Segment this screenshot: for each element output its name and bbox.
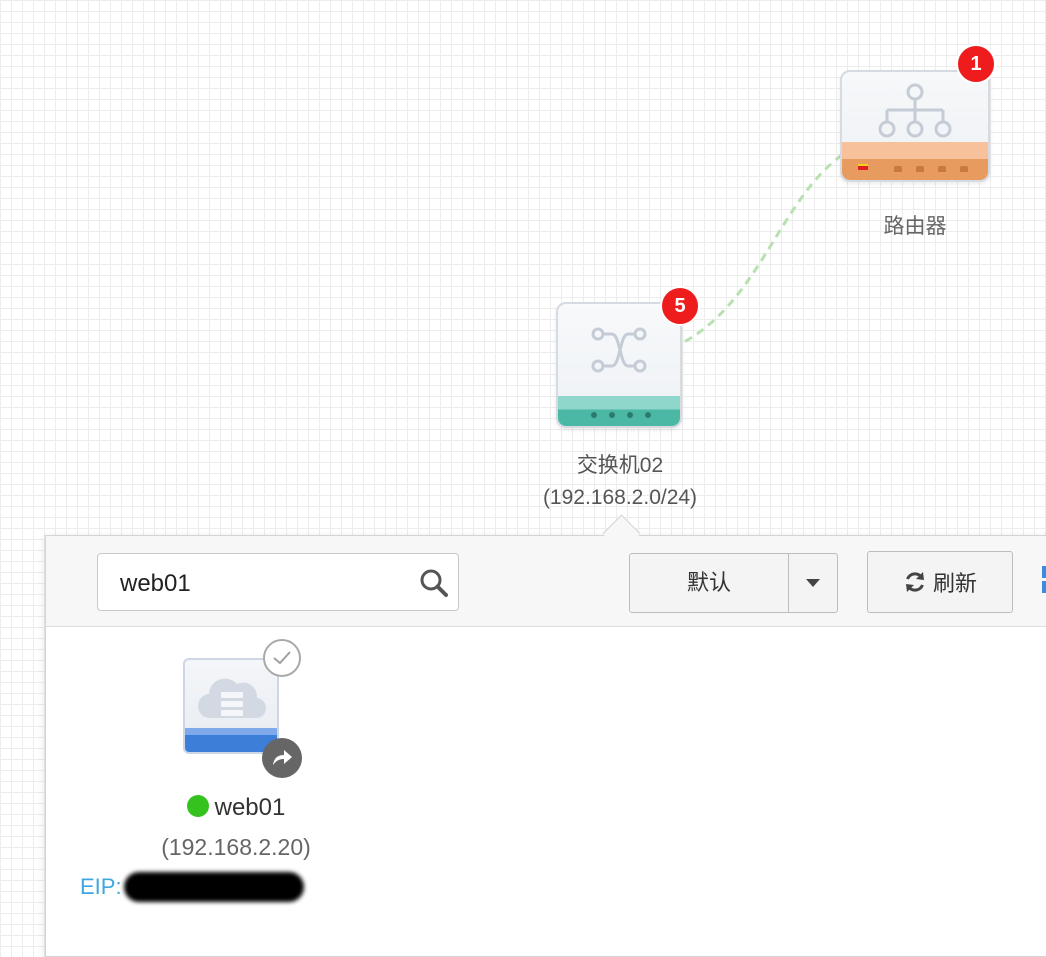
cloud-server-icon [197,678,267,719]
router-label: 路由器 [883,215,947,238]
vm-ip: (192.168.2.20) [161,834,311,860]
caret-down-icon [806,579,820,587]
switch-port-strip [558,396,680,426]
router-node[interactable]: 路由器 [840,70,990,240]
open-console-button[interactable] [262,738,302,778]
panel-toolbar: 默认 刷新 [46,536,1046,627]
switch-label-block: 交换机02 (192.168.2.0/24) [500,450,740,514]
redacted-eip-value [123,872,304,902]
search-input[interactable] [118,566,412,602]
vm-name[interactable]: web01 [214,794,286,821]
view-mode-dropdown-button[interactable] [789,554,837,612]
view-mode-select[interactable]: 默认 [629,553,838,613]
router-device[interactable] [840,70,990,182]
router-led-icon [858,164,868,170]
router-alert-badge[interactable]: 1 [956,44,996,84]
switch-node[interactable] [556,302,686,428]
refresh-icon [905,572,924,592]
refresh-button[interactable]: 刷新 [867,551,1013,613]
vm-device[interactable] [183,658,279,754]
refresh-label: 刷新 [932,571,977,596]
vm-eip: EIP: [80,872,400,902]
vm-name-row: web01 [136,794,336,822]
view-mode-value[interactable]: 默认 [686,570,731,595]
share-icon [273,750,292,765]
switch-name: 交换机02 [576,454,664,477]
switch-shuffle-icon [591,327,647,373]
switch-device[interactable] [556,302,682,428]
router-tree-icon [878,83,952,138]
select-checkbox[interactable] [263,639,301,677]
switch-detail-panel: 默认 刷新 [45,535,1046,957]
status-running-icon [186,795,209,817]
switch-alert-badge[interactable]: 5 [660,286,700,326]
check-icon [273,651,291,665]
search-icon[interactable] [418,567,450,599]
switch-subnet: (192.168.2.0/24) [542,486,698,509]
search-field[interactable] [97,553,459,611]
router-port-strip [842,142,988,180]
grid-toggle-icon[interactable] [1042,566,1046,594]
vm-eip-label: EIP: [80,874,122,899]
